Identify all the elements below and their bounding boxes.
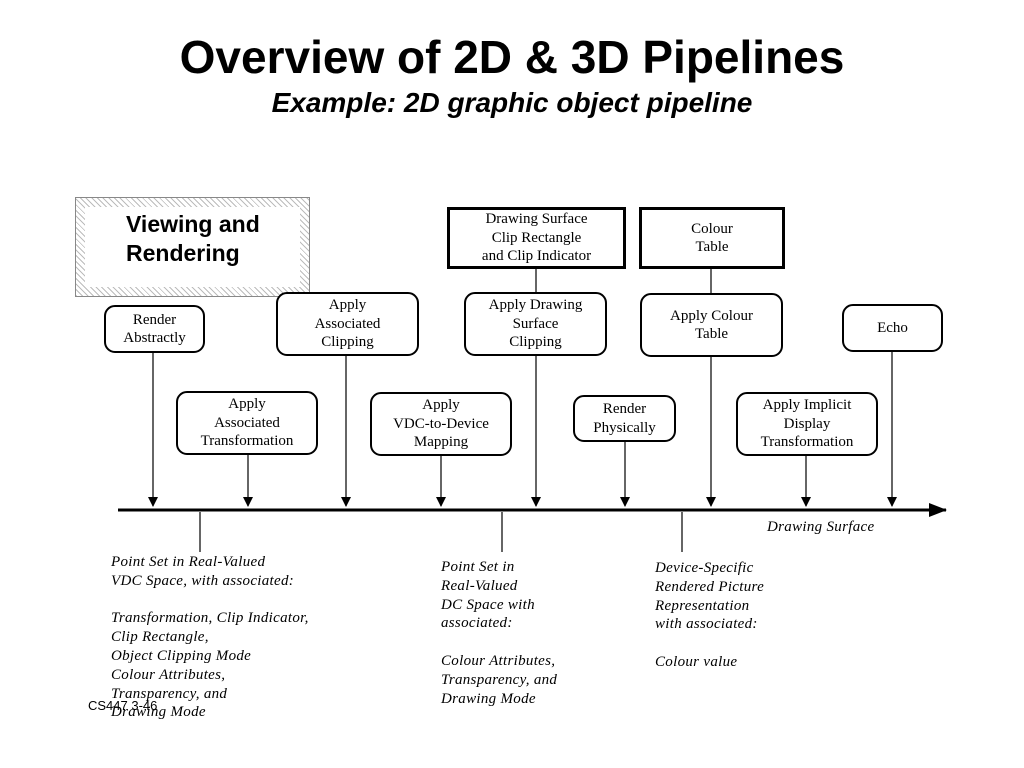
section-label: Viewing and Rendering bbox=[126, 211, 260, 266]
apply-drawing-surface-clipping-box: Apply Drawing Surface Clipping bbox=[464, 292, 607, 356]
apply-vdc-to-device-mapping-box: Apply VDC-to-Device Mapping bbox=[370, 392, 512, 456]
apply-associated-transformation-box: Apply Associated Transformation bbox=[176, 391, 318, 455]
dc-point-set-note: Point Set in Real-Valued DC Space with a… bbox=[441, 559, 558, 707]
apply-colour-table-box: Apply Colour Table bbox=[640, 293, 783, 357]
echo-box: Echo bbox=[842, 304, 943, 352]
viewing-rendering-section-box: Viewing and Rendering bbox=[75, 197, 310, 297]
slide-subtitle: Example: 2D graphic object pipeline bbox=[271, 87, 753, 118]
apply-implicit-display-transformation-box: Apply Implicit Display Transformation bbox=[736, 392, 878, 456]
drawing-surface-axis-label: Drawing Surface bbox=[767, 519, 875, 535]
drawing-surface-clip-box: Drawing Surface Clip Rectangle and Clip … bbox=[447, 207, 626, 269]
vdc-point-set-note: Point Set in Real-Valued VDC Space, with… bbox=[111, 554, 309, 721]
render-abstractly-box: Render Abstractly bbox=[104, 305, 205, 353]
apply-associated-clipping-box: Apply Associated Clipping bbox=[276, 292, 419, 356]
render-physically-box: Render Physically bbox=[573, 395, 676, 442]
colour-table-box: Colour Table bbox=[639, 207, 785, 269]
slide-footer: CS447 3-46 bbox=[88, 698, 158, 713]
device-picture-note: Device-Specific Rendered Picture Represe… bbox=[655, 560, 765, 670]
slide-title: Overview of 2D & 3D Pipelines bbox=[179, 31, 845, 83]
